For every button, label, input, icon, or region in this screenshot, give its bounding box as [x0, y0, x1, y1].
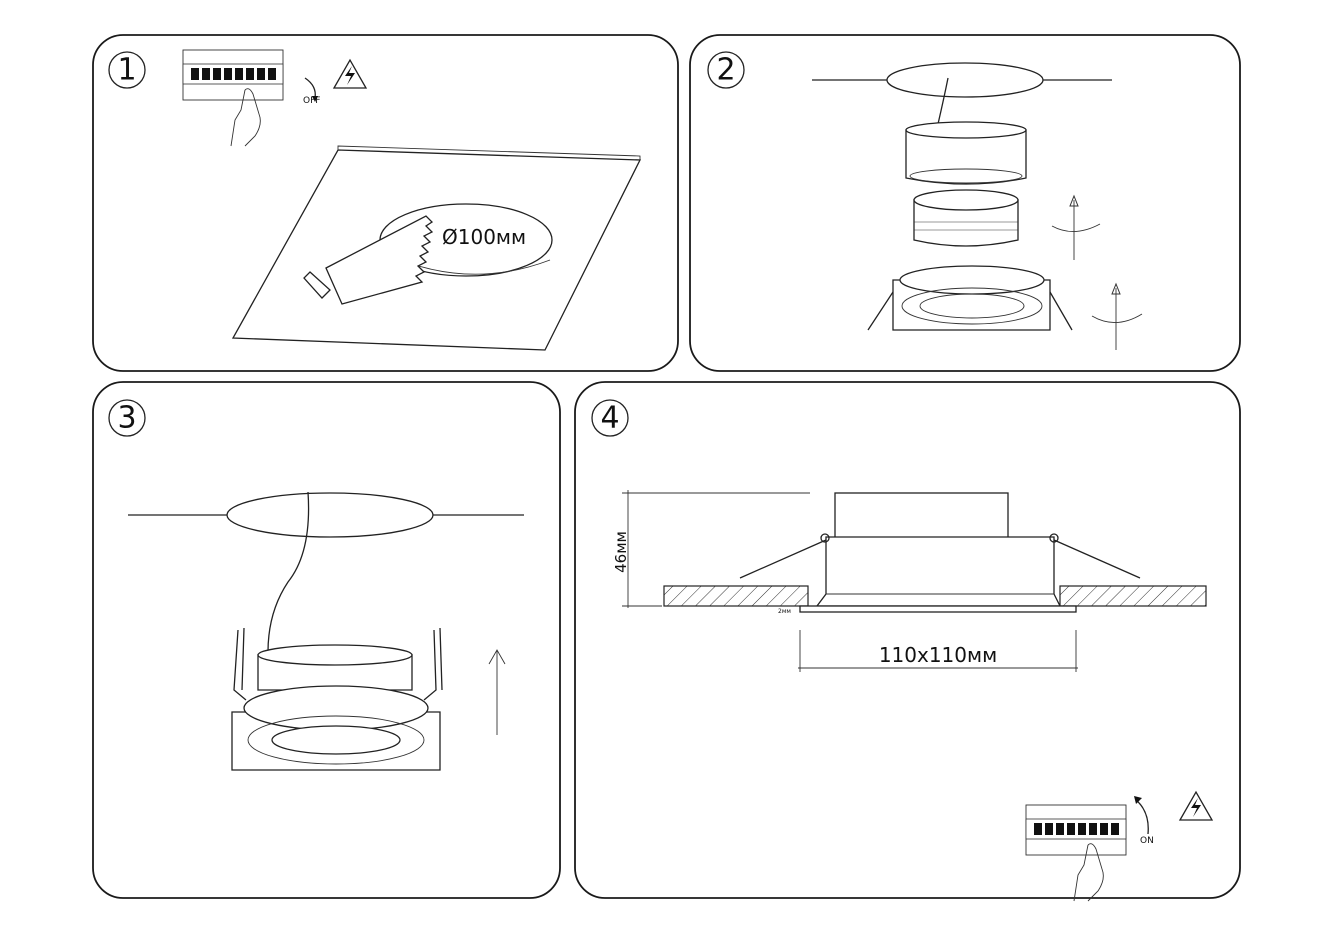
lamp-body [815, 536, 1062, 607]
ceiling-hole [226, 492, 434, 538]
spring-clip-left [233, 627, 247, 701]
size-dimension-label: 110x110мм [879, 643, 997, 667]
switch-arrow-icon [1135, 799, 1149, 835]
step-number: 1 [117, 53, 136, 88]
rotate-icon [1051, 223, 1101, 232]
saw-icon [303, 215, 434, 305]
hole-diameter-label: Ø100мм [442, 225, 526, 249]
step-1-panel: 1 OFF Ø100мм [92, 34, 679, 372]
lamp-module [913, 199, 1019, 247]
spring-clip-left [739, 539, 827, 579]
cable [267, 491, 310, 653]
ceiling-section-left [663, 585, 809, 607]
step-3-panel: 3 [92, 381, 561, 899]
step-number-badge [108, 51, 146, 89]
frame-flange [799, 605, 1077, 613]
spring-clip-right [1053, 539, 1141, 579]
switch-state-label: ON [1140, 836, 1154, 846]
ceiling-section-right [1059, 585, 1207, 607]
ceiling-hole [886, 62, 1044, 98]
step-number: 3 [117, 401, 136, 436]
step-number: 2 [716, 53, 735, 88]
height-dimension-label: 46мм [612, 531, 630, 573]
thickness-label: 2мм [778, 608, 791, 615]
step-2-panel: 2 [689, 34, 1241, 372]
switch-state-label: OFF [303, 96, 320, 106]
lamp-housing [834, 492, 1009, 539]
step-number: 4 [600, 401, 619, 436]
ceiling-panel [231, 149, 642, 351]
spring-clip-right [423, 627, 443, 701]
cable [937, 77, 949, 125]
step-4-panel: 4 46мм 2мм 110x110мм ON [574, 381, 1241, 902]
